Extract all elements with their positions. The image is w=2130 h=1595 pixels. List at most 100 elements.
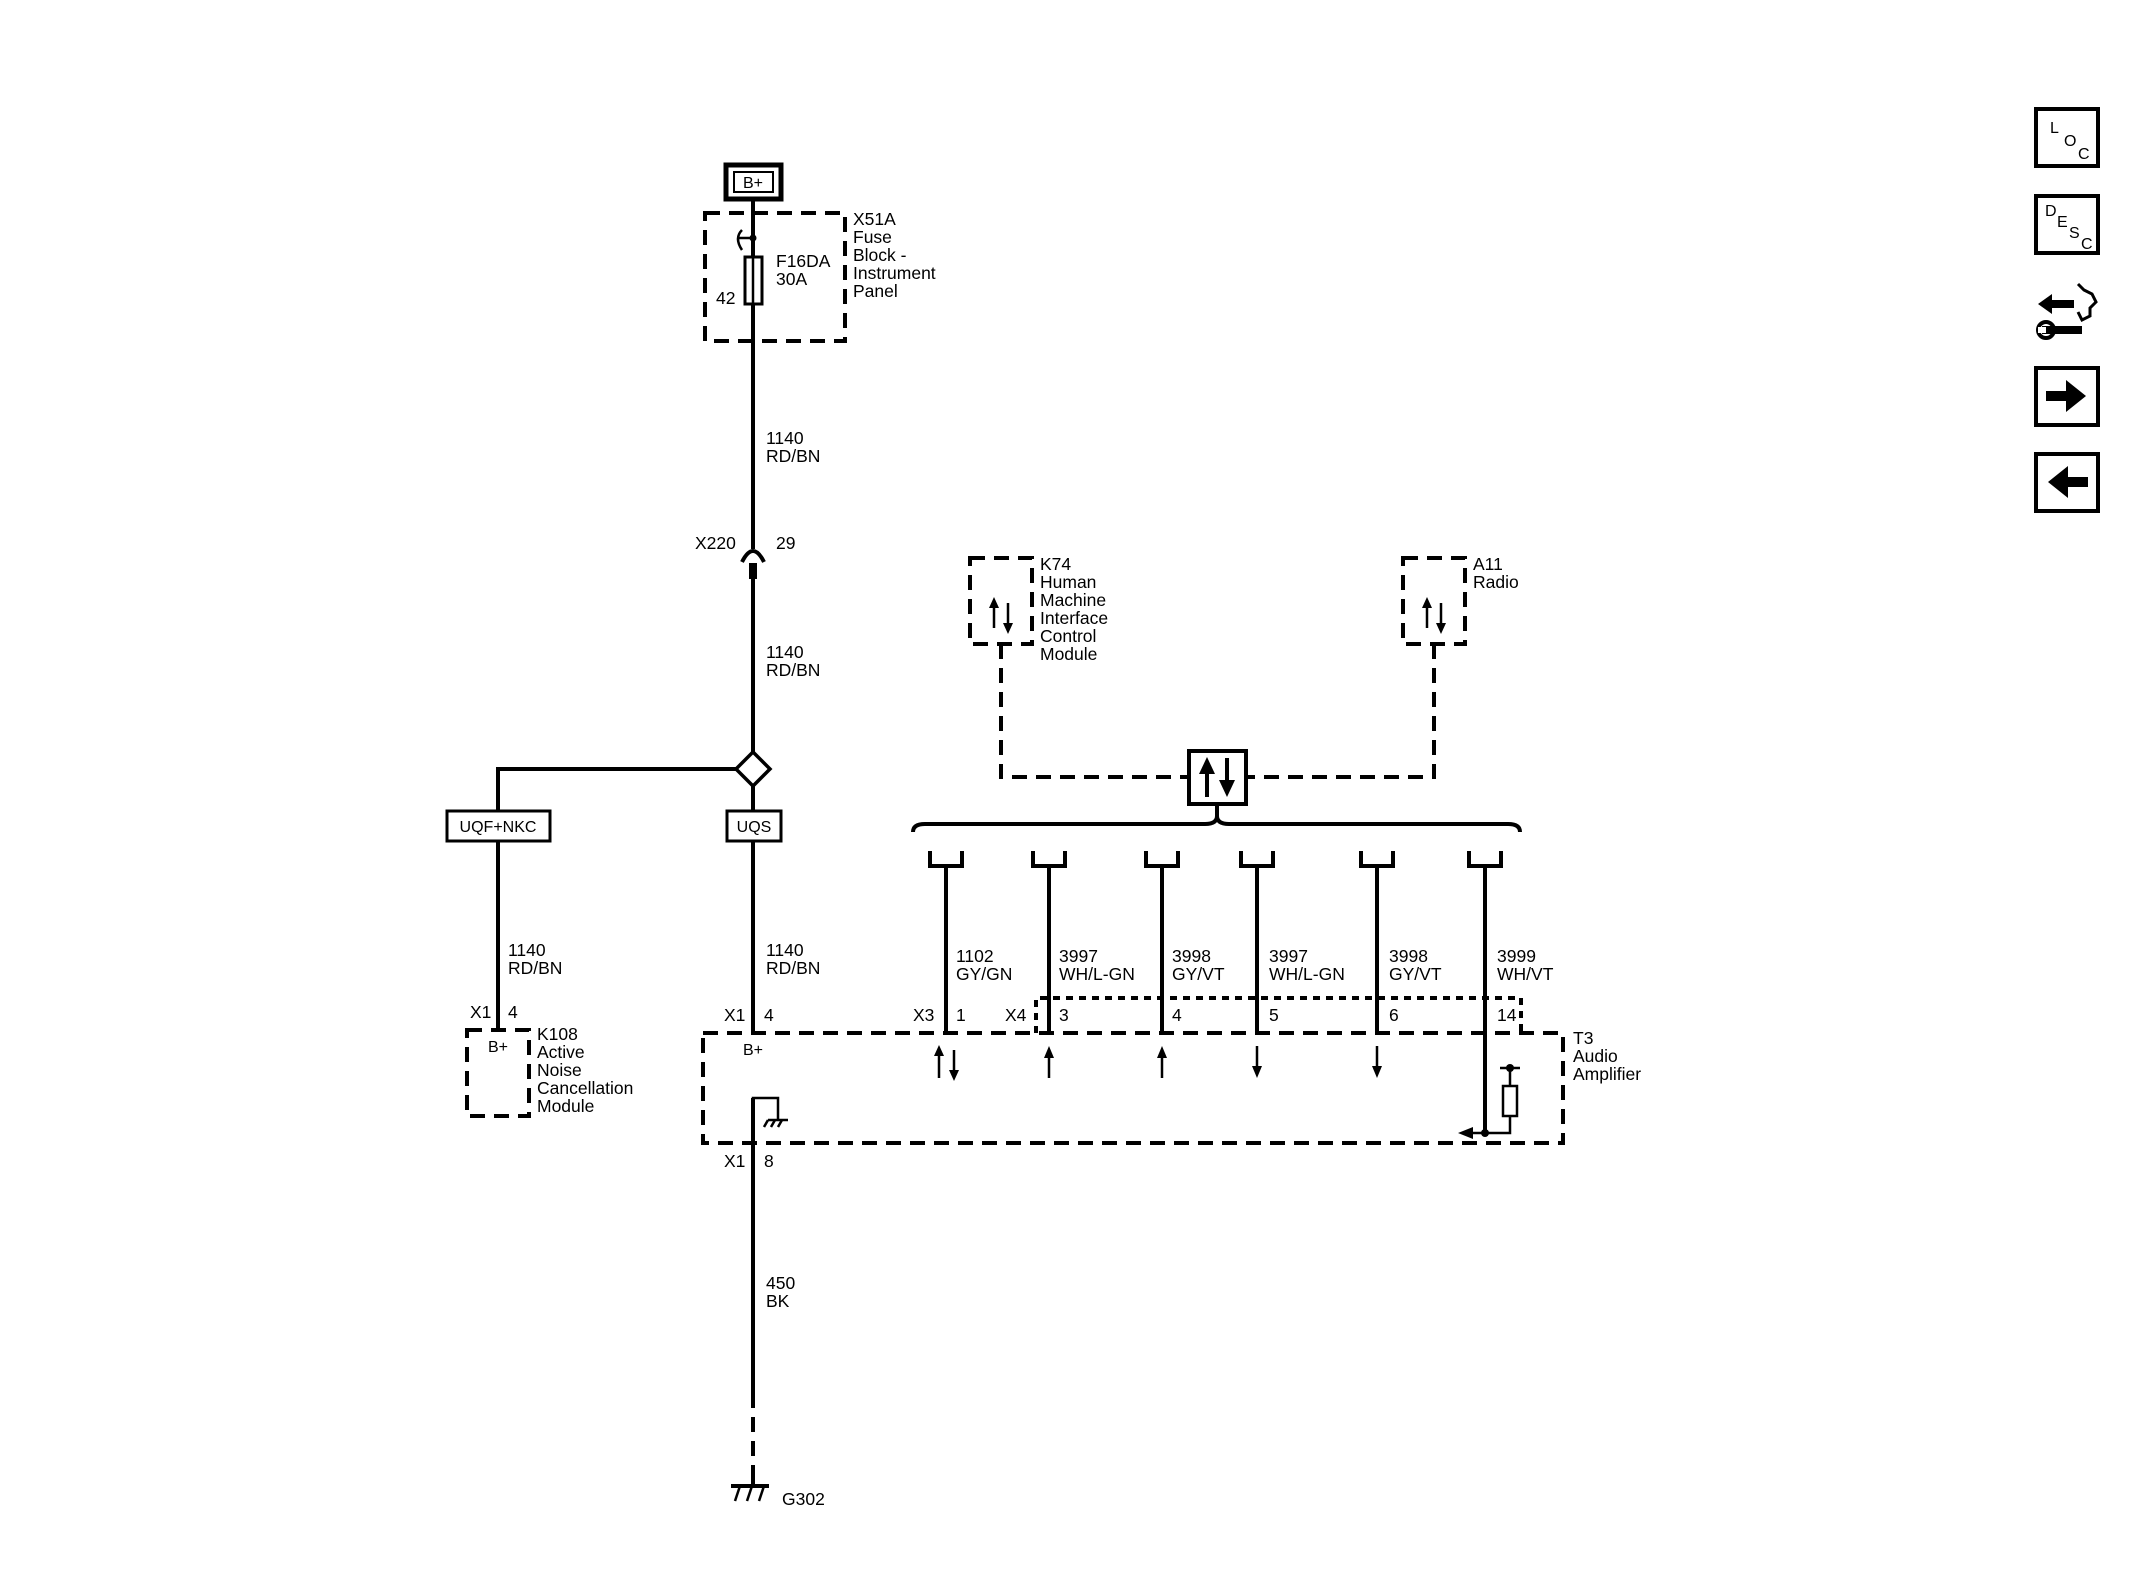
wire-1140-circuit-upper: 1140 <box>766 428 804 448</box>
k108-supply: B+ <box>488 1039 508 1056</box>
t3-internal-ground-icon <box>751 1096 788 1128</box>
k108-connector: X1 <box>470 1002 491 1022</box>
option-label-uqf-nkc: UQF+NKC <box>460 819 537 836</box>
k108-desc-2: Noise <box>537 1060 582 1080</box>
fuse-name: F16DA <box>776 251 831 271</box>
t3-x3-label: X3 <box>913 1005 934 1025</box>
audio-wire-2-color: WH/L-GN <box>1059 964 1135 984</box>
t3-name: T3 <box>1573 1028 1593 1048</box>
wire-1140-circuit-middle: 1140 <box>766 642 804 662</box>
k74-serial-data-icon <box>989 597 1013 634</box>
wire-1140-color-right: RD/BN <box>766 958 820 978</box>
k108-pin: 4 <box>508 1002 518 1022</box>
pin-14-resistor-symbol <box>1458 1064 1520 1139</box>
loc-letter-c: C <box>2078 146 2090 163</box>
loc-letter-o: O <box>2064 133 2076 150</box>
t3-x1-label-bottom: X1 <box>724 1151 745 1171</box>
audio-wire-4-circuit: 3997 <box>1269 946 1308 966</box>
arrow-right-icon <box>2046 380 2086 412</box>
fuse-pin: 42 <box>716 288 735 308</box>
desc-letter-s: S <box>2069 225 2080 242</box>
option-label-uqs: UQS <box>737 819 772 836</box>
t3-supply: B+ <box>743 1042 763 1059</box>
t3-amplifier-outline <box>701 1031 1565 1145</box>
audio-wire-4-color: WH/L-GN <box>1269 964 1345 984</box>
fuse-block-desc-4: Panel <box>853 281 898 301</box>
pin-1-bidirectional-arrows <box>934 1045 959 1081</box>
audio-wire-5-color: GY/VT <box>1389 964 1442 984</box>
ground-g302-icon <box>731 1476 769 1502</box>
audio-wire-3-pin: 4 <box>1172 1005 1182 1025</box>
splice-diamond <box>733 749 773 789</box>
k74-desc-5: Module <box>1040 644 1097 664</box>
a11-serial-data-icon <box>1422 597 1446 634</box>
audio-wire-6-pin: 14 <box>1497 1005 1517 1025</box>
connector-x220-pin: 29 <box>776 533 795 553</box>
connector-repair-button[interactable] <box>2034 276 2100 342</box>
wire-1140-color-middle: RD/BN <box>766 660 820 680</box>
connector-x220-symbol <box>740 549 766 563</box>
pin-5-output-arrow <box>1252 1046 1262 1078</box>
fuse-block-connector-symbol <box>736 229 753 251</box>
audio-wire-2-pin: 3 <box>1059 1005 1069 1025</box>
audio-wire-1-circuit: 1102 <box>956 946 994 966</box>
audio-wire-3 <box>1144 851 1180 1033</box>
audio-wire-5 <box>1359 851 1395 1033</box>
audio-wire-6-circuit: 3999 <box>1497 946 1536 966</box>
wire-450-color: BK <box>766 1291 790 1311</box>
ground-g302-label: G302 <box>782 1489 825 1509</box>
audio-wire-5-pin: 6 <box>1389 1005 1399 1025</box>
audio-wire-2-circuit: 3997 <box>1059 946 1098 966</box>
k108-desc-4: Module <box>537 1096 594 1116</box>
a11-desc-1: Radio <box>1473 572 1519 592</box>
audio-wire-1 <box>928 851 964 1033</box>
serial-data-arrows-icon <box>1199 757 1235 797</box>
previous-page-button[interactable] <box>2034 452 2100 513</box>
serial-data-box <box>1187 749 1248 806</box>
audio-wire-2 <box>1031 851 1067 1033</box>
option-box-uqs <box>725 809 783 843</box>
loc-button[interactable]: L O C <box>2034 107 2100 168</box>
k108-desc-1: Active <box>537 1042 585 1062</box>
t3-desc-2: Amplifier <box>1573 1064 1641 1084</box>
arrow-left-icon <box>2048 466 2088 498</box>
audio-wire-6-color: WH/VT <box>1497 964 1554 984</box>
k74-name: K74 <box>1040 554 1071 574</box>
k74-module-outline <box>968 556 1034 646</box>
k108-name: K108 <box>537 1024 578 1044</box>
wire-1140-circuit-left: 1140 <box>508 940 546 960</box>
pin-6-output-arrow <box>1372 1046 1382 1078</box>
fuse-rating: 30A <box>776 269 807 289</box>
connector-repair-icon <box>2036 282 2098 340</box>
audio-wire-3-circuit: 3998 <box>1172 946 1211 966</box>
audio-wire-1-color: GY/GN <box>956 964 1012 984</box>
pin-3-input-arrow <box>1044 1046 1054 1078</box>
fuse-block-desc-1: Fuse <box>853 227 892 247</box>
audio-wire-4 <box>1239 851 1275 1033</box>
harness-brace <box>911 815 1522 833</box>
desc-letter-e: E <box>2057 214 2068 231</box>
loc-letter-l: L <box>2050 120 2059 137</box>
k74-desc-3: Interface <box>1040 608 1108 628</box>
fuse-block-desc-3: Instrument <box>853 263 936 283</box>
a11-module-outline <box>1401 556 1467 646</box>
k74-desc-4: Control <box>1040 626 1096 646</box>
desc-letter-c: C <box>2081 236 2093 253</box>
fuse-block-desc-2: Block - <box>853 245 907 265</box>
desc-button[interactable]: D E S C <box>2034 194 2100 255</box>
k74-desc-1: Human <box>1040 572 1096 592</box>
t3-x4-connector-outline <box>1034 996 1523 1033</box>
audio-wire-4-pin: 5 <box>1269 1005 1279 1025</box>
a11-name: A11 <box>1473 554 1503 574</box>
next-page-button[interactable] <box>2034 366 2100 427</box>
wire-450-circuit: 450 <box>766 1273 795 1293</box>
wire-1140-color-upper: RD/BN <box>766 446 820 466</box>
wire-1140-color-left: RD/BN <box>508 958 562 978</box>
k108-module-outline <box>465 1028 531 1118</box>
k108-desc-3: Cancellation <box>537 1078 633 1098</box>
power-source-label: B+ <box>743 175 763 192</box>
pin-4-input-arrow <box>1157 1046 1167 1078</box>
connector-x220-name: X220 <box>695 533 736 553</box>
audio-wire-1-pin: 1 <box>956 1005 966 1025</box>
